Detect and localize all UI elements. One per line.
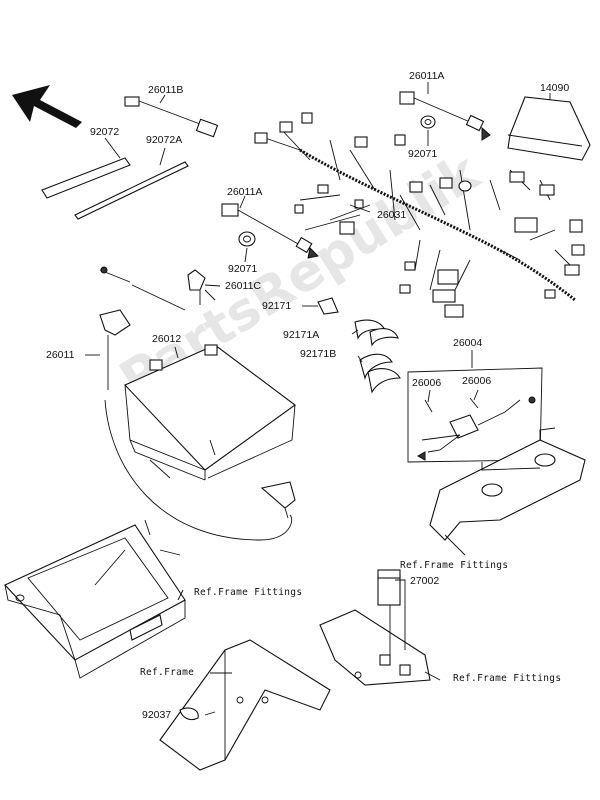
part-26004-group: [407, 367, 543, 463]
part-label-26011: 26011: [46, 349, 75, 361]
part-label-26006-left: 26006: [412, 377, 442, 389]
clamp-92171B: [359, 353, 401, 394]
part-label-27002: 27002: [410, 575, 440, 587]
part-label-26004: 26004: [453, 337, 483, 349]
ref-label-frame-fittings-case: Ref.Frame Fittings: [194, 587, 303, 598]
clip-92037: [179, 707, 199, 721]
ref-label-frame-fittings-relay: Ref.Frame Fittings: [453, 673, 562, 684]
cable-tie-92072: [41, 157, 131, 199]
main-harness-26031: [254, 112, 585, 318]
part-label-26031: 26031: [377, 209, 407, 221]
clamp-92171A: [354, 319, 399, 347]
seat-bracket: [429, 427, 586, 541]
part-label-92171A: 92171A: [283, 329, 320, 341]
part-label-92071-upper: 92071: [408, 148, 438, 160]
battery-26012: [124, 344, 296, 481]
part-26011A-lower-drawing: [221, 203, 320, 259]
relay-27002: [377, 569, 401, 606]
leader-lines: [85, 82, 551, 716]
part-label-92171: 92171: [262, 300, 292, 312]
part-label-92171B: 92171B: [300, 348, 337, 360]
part-26011B-drawing: [124, 96, 219, 138]
part-label-26011B: 26011B: [148, 84, 184, 96]
part-label-14090: 14090: [540, 82, 570, 94]
ref-label-frame-fittings-seat: Ref.Frame Fittings: [400, 560, 509, 571]
part-26011A-upper-drawing: [399, 91, 491, 141]
part-label-26012: 26012: [152, 333, 182, 345]
ref-label-frame: Ref.Frame: [140, 667, 195, 678]
part-label-92037: 92037: [142, 709, 172, 721]
cable-tie-92072a: [74, 161, 189, 220]
relay-bracket: [319, 609, 431, 686]
part-label-92072: 92072: [90, 126, 120, 138]
battery-lead-26011: [99, 309, 296, 541]
part-label-26006-right: 26006: [462, 375, 492, 387]
part-label-92071-lower: 92071: [228, 263, 258, 275]
grommet-92071-lower: [238, 231, 256, 247]
part-label-26011A-lower: 26011A: [227, 186, 263, 198]
part-label-26011A-upper: 26011A: [409, 70, 445, 82]
frame-piece: [159, 639, 331, 771]
part-14090-cover: [507, 96, 591, 161]
front-arrow-icon: [12, 85, 82, 128]
clamp-92171: [317, 297, 339, 315]
battery-cable-26011C: [99, 266, 216, 311]
part-label-26011C: 26011C: [225, 280, 262, 292]
part-label-92072A: 92072A: [146, 134, 183, 146]
grommet-92071-upper: [420, 115, 436, 129]
battery-case: [4, 524, 186, 679]
